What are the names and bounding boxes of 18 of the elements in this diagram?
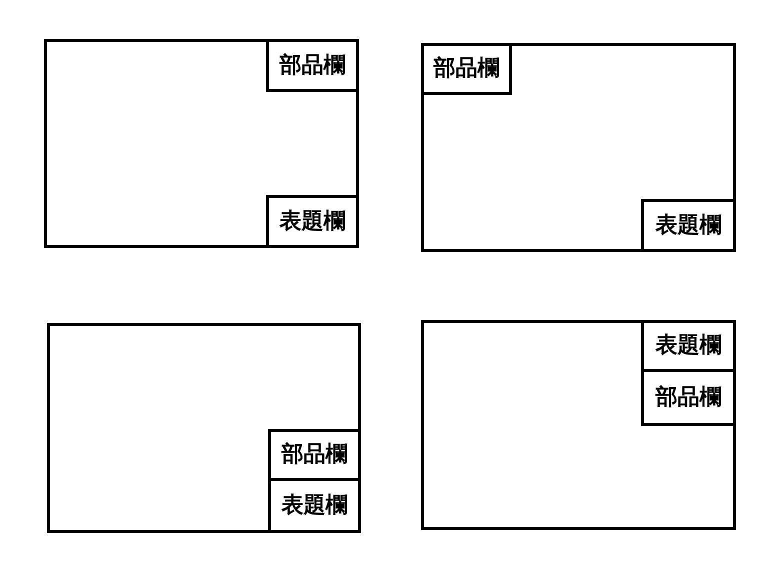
block-label: 部品欄	[280, 54, 346, 76]
block-label: 表題欄	[282, 494, 348, 516]
block-label: 部品欄	[434, 58, 500, 80]
table-box	[421, 43, 512, 95]
sheet-frame	[421, 43, 736, 252]
sheet-frame	[47, 323, 361, 533]
table-box	[641, 199, 736, 252]
block-label: 表題欄	[656, 214, 722, 236]
table-box	[268, 429, 361, 481]
table-box	[266, 39, 359, 92]
block-label: 部品欄	[282, 444, 348, 466]
table-box	[266, 195, 359, 248]
sheet-frame	[421, 320, 736, 530]
block-label: 部品欄	[656, 386, 722, 408]
sheet-frame	[44, 39, 359, 248]
block-label: 表題欄	[656, 335, 722, 357]
table-box	[641, 369, 736, 426]
block-label: 表題欄	[280, 210, 346, 232]
